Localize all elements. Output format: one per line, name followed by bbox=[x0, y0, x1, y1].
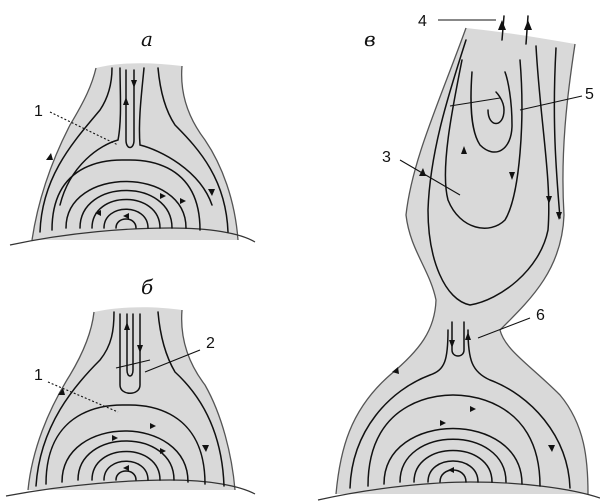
panel-c-callout-4: 4 bbox=[418, 13, 427, 30]
panel-a-label: а bbox=[141, 27, 153, 51]
panel-c: 4 5 3 6 в bbox=[318, 13, 600, 500]
panel-c-label: в bbox=[364, 27, 376, 51]
panel-a-arrow-2 bbox=[46, 153, 53, 160]
panel-c-shaded-region bbox=[336, 28, 588, 494]
panel-a: 1 а bbox=[10, 27, 255, 245]
panel-b-callout-1: 1 bbox=[34, 367, 43, 384]
panel-a-callout-1: 1 bbox=[34, 103, 43, 120]
panel-c-callout-3: 3 bbox=[382, 149, 391, 166]
panel-c-callout-6: 6 bbox=[536, 307, 545, 324]
panel-a-shaded-region bbox=[32, 63, 238, 240]
panel-b: 2 1 б bbox=[6, 275, 255, 496]
panel-c-arrow-13 bbox=[498, 20, 506, 30]
panel-b-callout-2: 2 bbox=[206, 335, 215, 352]
panel-c-callout-5: 5 bbox=[585, 86, 594, 103]
panel-c-arrow-14 bbox=[524, 20, 532, 30]
panel-b-label: б bbox=[141, 275, 154, 299]
